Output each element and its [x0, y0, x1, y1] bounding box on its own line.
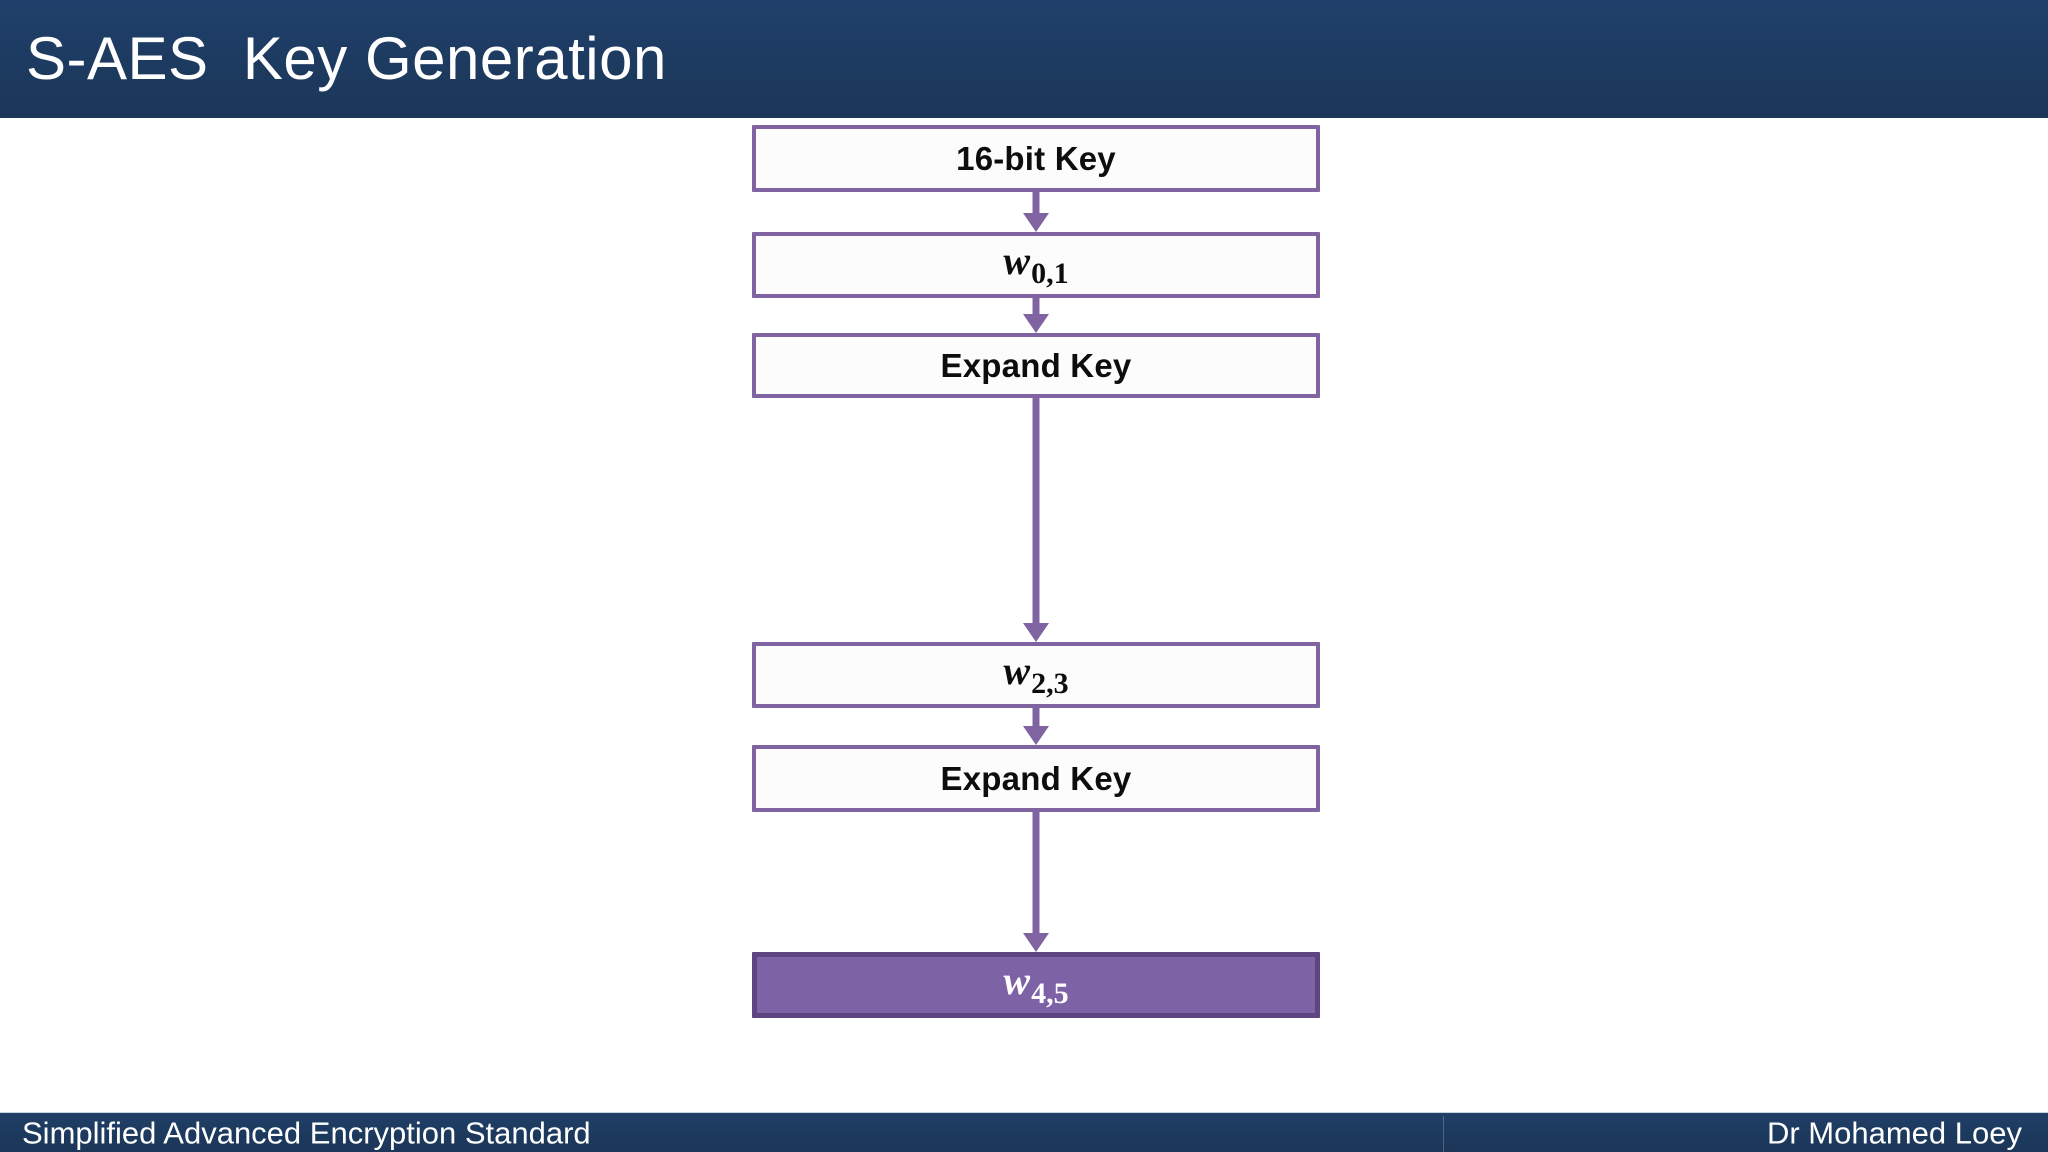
slide-canvas: 16-bit Key w0,1 Expand Key w2,3 Expand K… — [0, 118, 2048, 1113]
page-title: S-AES Key Generation — [26, 25, 667, 92]
flow-node-w23[interactable]: w2,3 — [752, 642, 1320, 708]
flow-node-label: w0,1 — [1003, 237, 1069, 291]
arrow-expand-key-2-to-w45 — [1016, 812, 1056, 952]
flow-node-label: w4,5 — [1003, 957, 1069, 1011]
flow-node-label: Expand Key — [940, 346, 1132, 384]
flow-node-label: Expand Key — [940, 759, 1132, 797]
arrow-key-to-w01 — [1016, 192, 1056, 232]
arrow-w01-to-expand-key-1 — [1016, 298, 1056, 333]
flow-node-expand-key-2[interactable]: Expand Key — [752, 745, 1320, 812]
flow-node-label: w2,3 — [1003, 647, 1069, 701]
flow-node-16-bit-key[interactable]: 16-bit Key — [752, 125, 1320, 192]
slide-footer-bar: Simplified Advanced Encryption Standard … — [0, 1113, 2048, 1152]
arrow-expand-key-1-to-w23 — [1016, 398, 1056, 642]
slide-header-bar: S-AES Key Generation — [0, 0, 2048, 118]
flow-node-label: 16-bit Key — [956, 139, 1116, 177]
footer-author-label: Dr Mohamed Loey — [1766, 1115, 2022, 1150]
arrow-w23-to-expand-key-2 — [1016, 708, 1056, 745]
flow-node-expand-key-1[interactable]: Expand Key — [752, 333, 1320, 398]
flow-node-w01[interactable]: w0,1 — [752, 232, 1320, 298]
flow-node-w45[interactable]: w4,5 — [752, 952, 1320, 1018]
footer-divider — [1443, 1116, 1444, 1152]
footer-subject-label: Simplified Advanced Encryption Standard — [22, 1115, 591, 1150]
